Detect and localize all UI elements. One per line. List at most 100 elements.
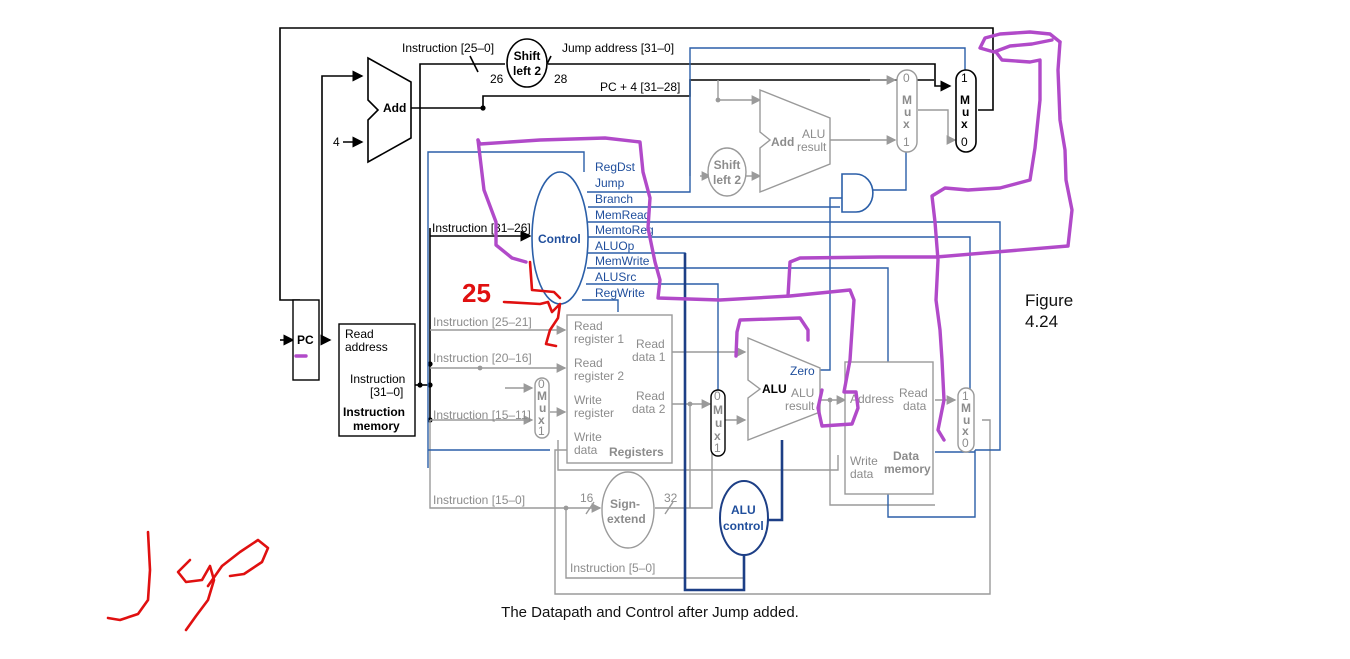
svg-text:0: 0	[538, 377, 545, 391]
svg-text:register 2: register 2	[574, 369, 624, 383]
svg-text:data: data	[850, 467, 874, 481]
svg-text:0: 0	[903, 71, 910, 85]
svg-text:Read: Read	[574, 356, 603, 370]
signal-memwrite: MemWrite	[595, 254, 650, 268]
svg-text:M: M	[961, 401, 971, 415]
svg-text:Write: Write	[574, 430, 602, 444]
svg-text:1: 1	[903, 135, 910, 149]
signal-jump: Jump	[595, 176, 625, 190]
svg-text:ALU: ALU	[762, 382, 787, 396]
svg-text:data: data	[574, 443, 598, 457]
svg-text:u: u	[904, 105, 911, 119]
svg-text:Add: Add	[383, 101, 406, 115]
field-25-21: Instruction [25–21]	[433, 315, 532, 329]
svg-text:Registers: Registers	[609, 445, 664, 459]
pc-adder: Add	[367, 56, 412, 164]
svg-text:register: register	[574, 406, 614, 420]
regdst-mux: 0 M u x 1	[534, 377, 550, 439]
svg-text:M: M	[902, 93, 912, 107]
svg-text:[31–0]: [31–0]	[370, 385, 403, 399]
red-handwriting	[106, 530, 270, 632]
control-signals: RegDst Jump Branch MemRead MemtoReg ALUO…	[595, 160, 654, 300]
figure-label-line2: 4.24	[1025, 312, 1059, 331]
pc-register: PC	[292, 299, 320, 381]
signal-alusrc: ALUSrc	[595, 270, 636, 284]
svg-text:x: x	[714, 429, 721, 443]
svg-text:control: control	[723, 519, 764, 533]
field-15-11: Instruction [15–11]	[433, 408, 531, 422]
bits-26-label: 26	[490, 72, 504, 86]
svg-text:x: x	[538, 413, 545, 427]
svg-text:ALU: ALU	[791, 386, 814, 400]
red-annotation-number: 25	[462, 278, 491, 308]
svg-text:Control: Control	[538, 232, 581, 246]
svg-text:memory: memory	[353, 419, 400, 433]
figure-label-line1: Figure	[1025, 291, 1074, 310]
svg-text:1: 1	[538, 424, 545, 438]
svg-text:x: x	[962, 424, 969, 438]
signal-aluop: ALUOp	[595, 239, 635, 253]
four-label: 4	[333, 135, 340, 149]
svg-text:16: 16	[580, 491, 594, 505]
svg-text:u: u	[963, 413, 970, 427]
svg-text:Shift: Shift	[714, 158, 741, 172]
svg-text:M: M	[537, 389, 547, 403]
main-alu: ALU Zero ALU result	[747, 336, 821, 442]
svg-text:Read: Read	[345, 327, 374, 341]
svg-text:Instruction: Instruction	[350, 372, 405, 386]
svg-text:u: u	[715, 416, 722, 430]
svg-text:1: 1	[714, 441, 721, 455]
alusrc-mux: 0 M u x 1	[710, 389, 726, 457]
svg-text:ALU: ALU	[731, 503, 756, 517]
red-annotation: 25	[462, 260, 562, 348]
register-file: Read register 1 Read register 2 Write re…	[566, 314, 673, 464]
field-5-0: Instruction [5–0]	[570, 561, 655, 575]
svg-text:0: 0	[714, 389, 721, 403]
instruction-25-0-label: Instruction [25–0]	[402, 41, 494, 55]
field-31-26: Instruction [31–26]	[432, 221, 531, 235]
svg-text:PC: PC	[297, 333, 314, 347]
field-20-16: Instruction [20–16]	[433, 351, 532, 365]
memtoreg-mux: 1 M u x 0	[957, 387, 975, 453]
svg-text:Write: Write	[574, 393, 602, 407]
svg-text:M: M	[960, 93, 970, 107]
jump-mux: 1 M u x 0	[955, 69, 977, 153]
instruction-memory: Read address Instruction [31–0] Instruct…	[338, 323, 416, 437]
svg-text:Shift: Shift	[514, 49, 541, 63]
svg-text:Zero: Zero	[790, 364, 815, 378]
svg-text:ALU: ALU	[802, 127, 825, 141]
svg-text:address: address	[345, 340, 388, 354]
svg-text:Read: Read	[636, 337, 665, 351]
top-shift-left-2: Shift left 2	[506, 38, 548, 88]
jump-address-label: Jump address [31–0]	[562, 41, 674, 55]
svg-text:0: 0	[961, 135, 968, 149]
svg-text:data 2: data 2	[632, 402, 666, 416]
svg-text:Write: Write	[850, 454, 878, 468]
svg-text:Read: Read	[574, 319, 603, 333]
control-wires	[428, 47, 1001, 592]
svg-text:result: result	[797, 140, 827, 154]
alu-control: ALU control	[719, 480, 769, 556]
svg-text:u: u	[962, 105, 969, 119]
svg-text:0: 0	[962, 436, 969, 450]
svg-text:Data: Data	[893, 449, 919, 463]
svg-text:M: M	[713, 403, 723, 417]
data-memory: Address Read data Write data Data memory	[844, 361, 934, 495]
field-15-0: Instruction [15–0]	[433, 493, 525, 507]
figure-label: Figure 4.24	[1025, 290, 1073, 332]
svg-text:extend: extend	[607, 512, 646, 526]
svg-text:Add: Add	[771, 135, 794, 149]
bits-28-label: 28	[554, 72, 568, 86]
signal-regdst: RegDst	[595, 160, 636, 174]
svg-text:left 2: left 2	[513, 64, 541, 78]
svg-text:32: 32	[664, 491, 678, 505]
svg-text:Address: Address	[850, 392, 894, 406]
svg-text:Read: Read	[899, 386, 928, 400]
svg-text:x: x	[961, 117, 968, 131]
svg-text:Sign-: Sign-	[610, 497, 640, 511]
svg-text:result: result	[785, 399, 815, 413]
svg-text:u: u	[539, 401, 546, 415]
svg-text:data 1: data 1	[632, 350, 666, 364]
figure-caption: The Datapath and Control after Jump adde…	[501, 604, 799, 621]
